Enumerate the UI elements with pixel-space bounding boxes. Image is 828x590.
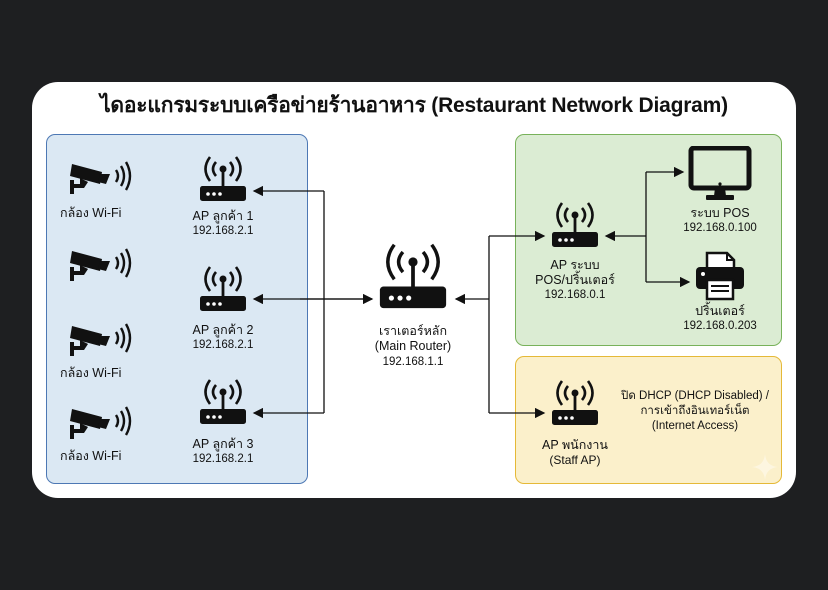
wifi-camera-icon: [66, 318, 136, 363]
printer: ปริ้นเตอร์ 192.168.0.203: [666, 304, 774, 333]
ap-label: AP ลูกค้า 1: [192, 209, 254, 223]
ap-ip: 192.168.2.1: [192, 453, 254, 465]
guest-ap-1: AP ลูกค้า 1 192.168.2.1: [170, 209, 276, 238]
ap-ip: 192.168.2.1: [192, 339, 254, 351]
ap-label: AP พนักงาน: [542, 438, 608, 452]
wifi-camera-icon: [66, 401, 136, 446]
note-line: ปิด DHCP (DHCP Disabled) /: [621, 390, 769, 402]
wifi-camera-icon: [66, 156, 136, 201]
monitor-icon: [688, 145, 752, 207]
staff-note: ปิด DHCP (DHCP Disabled) / การเข้าถึงอิน…: [610, 389, 780, 434]
device-label: ระบบ POS: [690, 206, 750, 220]
diagram-title: ไดอะแกรมระบบเครือข่ายร้านอาหาร (Restaura…: [100, 94, 728, 117]
wireless-router-icon: [550, 378, 600, 431]
router-label: เราเตอร์หลัก: [378, 324, 448, 338]
router-sublabel: (Main Router): [374, 339, 452, 353]
guest-ap-3: AP ลูกค้า 3 192.168.2.1: [170, 437, 276, 466]
device-ip: 192.168.0.203: [683, 320, 757, 332]
sparkle-icon: [752, 454, 778, 485]
note-line: การเข้าถึงอินเทอร์เน็ต: [640, 405, 750, 417]
ap-sublabel: (Staff AP): [549, 453, 601, 467]
staff-ap: AP พนักงาน (Staff AP): [522, 438, 628, 467]
ap-ip: 192.168.2.1: [192, 225, 254, 237]
router-ip: 192.168.1.1: [382, 356, 444, 368]
device-label: ปริ้นเตอร์: [695, 304, 745, 318]
wireless-router-icon: [198, 264, 248, 317]
pos-terminal: ระบบ POS 192.168.0.100: [666, 206, 774, 235]
wireless-router-icon: [198, 154, 248, 207]
main-router-icon: [377, 240, 449, 315]
ap-label-line2: POS/ปริ้นเตอร์: [535, 273, 615, 287]
ap-ip: 192.168.0.1: [544, 289, 606, 301]
wifi-camera-icon: [66, 243, 136, 288]
ap-label: AP ลูกค้า 2: [192, 323, 254, 337]
pos-ap: AP ระบบ POS/ปริ้นเตอร์ 192.168.0.1: [522, 258, 628, 302]
ap-label: AP ลูกค้า 3: [192, 437, 254, 451]
ap-label-line1: AP ระบบ: [550, 258, 600, 272]
device-ip: 192.168.0.100: [683, 222, 757, 234]
wireless-router-icon: [550, 200, 600, 253]
camera-label: กล้อง Wi-Fi: [60, 366, 122, 380]
camera-label: กล้อง Wi-Fi: [60, 449, 122, 463]
camera-label: กล้อง Wi-Fi: [60, 206, 122, 220]
main-router: เราเตอร์หลัก (Main Router) 192.168.1.1: [350, 324, 476, 369]
note-line: (Internet Access): [651, 420, 739, 432]
guest-ap-2: AP ลูกค้า 2 192.168.2.1: [170, 323, 276, 352]
wireless-router-icon: [198, 377, 248, 430]
printer-icon: [694, 251, 746, 306]
